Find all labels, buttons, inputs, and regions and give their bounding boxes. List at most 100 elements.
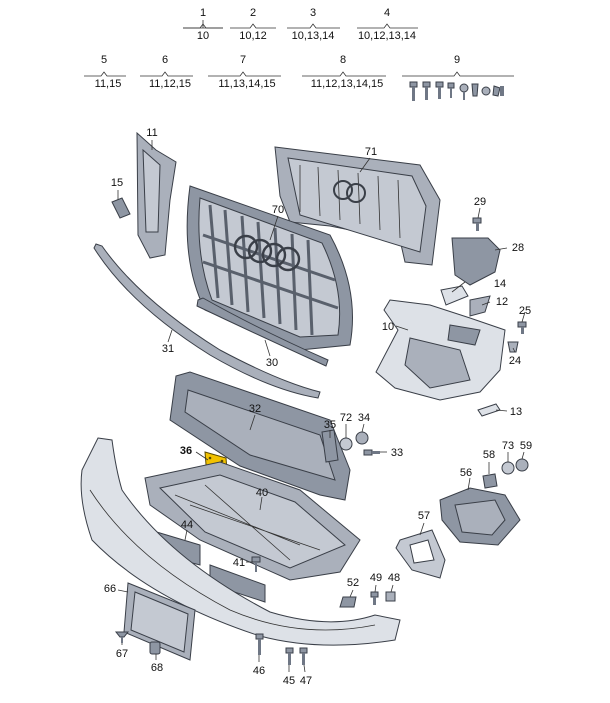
kit-1[interactable]: 1 10 [183,7,223,42]
kit-contents: 11,15 [95,78,122,90]
callout-52[interactable]: 52 [347,577,359,589]
part-screw-49[interactable] [370,591,379,605]
callout-25[interactable]: 25 [519,305,531,317]
callout-68[interactable]: 68 [151,662,163,674]
kit-number: 4 [384,7,390,19]
part-bracket-28[interactable] [451,237,501,286]
callout-70[interactable]: 70 [272,204,284,216]
callout-12[interactable]: 12 [496,296,508,308]
callout-31[interactable]: 31 [162,343,174,355]
part-fog-light-grille[interactable] [439,487,521,546]
kit-number: 6 [162,54,168,66]
part-screw-41[interactable] [251,556,261,572]
part-screw-47[interactable] [299,647,308,665]
callout-30[interactable]: 30 [266,357,278,369]
part-grommet-59[interactable] [515,458,529,472]
kit-number: 1 [200,7,206,19]
callout-49[interactable]: 49 [370,572,382,584]
kit-contents: 11,12,13,14,15 [311,78,384,90]
callout-40[interactable]: 40 [256,487,268,499]
callout-15[interactable]: 15 [111,177,123,189]
part-bumper-side-right[interactable] [375,299,506,401]
kit-5[interactable]: 5 11,15 [84,54,126,90]
kit-8[interactable]: 8 11,12,13,14,15 [302,54,386,90]
part-grille-carrier[interactable] [274,146,441,266]
part-clip-15[interactable] [111,197,131,219]
part-screw-33[interactable] [363,449,380,456]
callout-57[interactable]: 57 [418,510,430,522]
callout-58[interactable]: 58 [483,449,495,461]
part-lower-trim[interactable] [196,297,329,367]
part-underbody-tray[interactable] [144,461,361,581]
part-crossmember[interactable] [169,371,351,501]
callout-67[interactable]: 67 [116,648,128,660]
part-pushpin-67[interactable] [114,631,130,643]
kit-number: 8 [340,54,346,66]
callout-11[interactable]: 11 [146,127,157,139]
part-clip-48[interactable] [385,591,396,602]
callout-32[interactable]: 32 [249,403,261,415]
fastener-kit-icon [409,81,504,101]
kit-contents: 11,12,15 [149,78,191,90]
callout-56[interactable]: 56 [460,467,472,479]
kit-3[interactable]: 3 10,13,14 [287,7,340,42]
part-screw-29[interactable] [472,217,482,231]
callout-24[interactable]: 24 [509,355,521,367]
callout-71[interactable]: 71 [365,146,377,158]
part-grommet-73[interactable] [501,461,515,475]
callout-46[interactable]: 46 [253,665,265,677]
part-trim-strip[interactable] [93,243,321,399]
callout-34[interactable]: 34 [358,412,370,424]
kit-header: 1 10 2 10,12 3 10,13,14 4 10,12,13,14 5 … [84,7,514,101]
kit-contents: 10,12 [239,30,267,42]
part-screw-46[interactable] [255,633,264,655]
callout-41[interactable]: 41 [233,557,245,569]
callouts: 11 15 71 70 29 28 14 12 25 24 10 13 31 3… [104,127,532,687]
part-screw-45[interactable] [285,647,294,665]
kit-contents: 10,13,14 [292,30,335,42]
kit-6[interactable]: 6 11,12,15 [140,54,193,90]
kit-4[interactable]: 4 10,12,13,14 [357,7,418,42]
kit-contents: 10,12,13,14 [358,30,416,42]
part-side-frame-left[interactable] [136,131,177,259]
callout-35[interactable]: 35 [324,419,336,431]
callout-73[interactable]: 73 [502,440,514,452]
part-fog-light-frame[interactable] [395,529,446,579]
callout-44[interactable]: 44 [181,519,193,531]
part-bracket-52[interactable] [339,596,357,608]
callout-66[interactable]: 66 [104,583,116,595]
callout-10[interactable]: 10 [382,321,394,333]
callout-72[interactable]: 72 [340,412,352,424]
callout-29[interactable]: 29 [474,196,486,208]
part-clip-68[interactable] [149,641,161,655]
kit-number: 7 [240,54,246,66]
kit-number: 9 [454,54,460,66]
kit-number: 3 [310,7,316,19]
kit-2[interactable]: 2 10,12 [230,7,276,42]
part-bracket-12[interactable] [469,295,491,317]
callout-45[interactable]: 45 [283,675,295,687]
part-clip-24[interactable] [507,341,519,353]
callout-48[interactable]: 48 [388,572,400,584]
callout-14[interactable]: 14 [494,278,506,290]
part-bumper-cover[interactable] [80,437,401,646]
kit-contents: 10 [197,30,209,42]
callout-13[interactable]: 13 [510,406,522,418]
part-clip-58[interactable] [482,473,498,489]
part-license-plate-bracket[interactable] [123,582,196,661]
part-grommet-34[interactable] [355,431,369,445]
part-screw-25[interactable] [517,321,527,334]
part-bracket-14[interactable] [440,285,469,306]
callout-59[interactable]: 59 [520,440,532,452]
callout-47[interactable]: 47 [300,675,312,687]
callout-36[interactable]: 36 [180,445,192,457]
leader-lines [117,140,526,673]
kit-number: 2 [250,7,256,19]
part-grommet-72[interactable] [339,437,353,451]
callout-28[interactable]: 28 [512,242,524,254]
callout-33[interactable]: 33 [391,447,403,459]
kit-9[interactable]: 9 [402,54,514,101]
kit-contents: 11,13,14,15 [218,78,275,90]
kit-7[interactable]: 7 11,13,14,15 [208,54,281,90]
